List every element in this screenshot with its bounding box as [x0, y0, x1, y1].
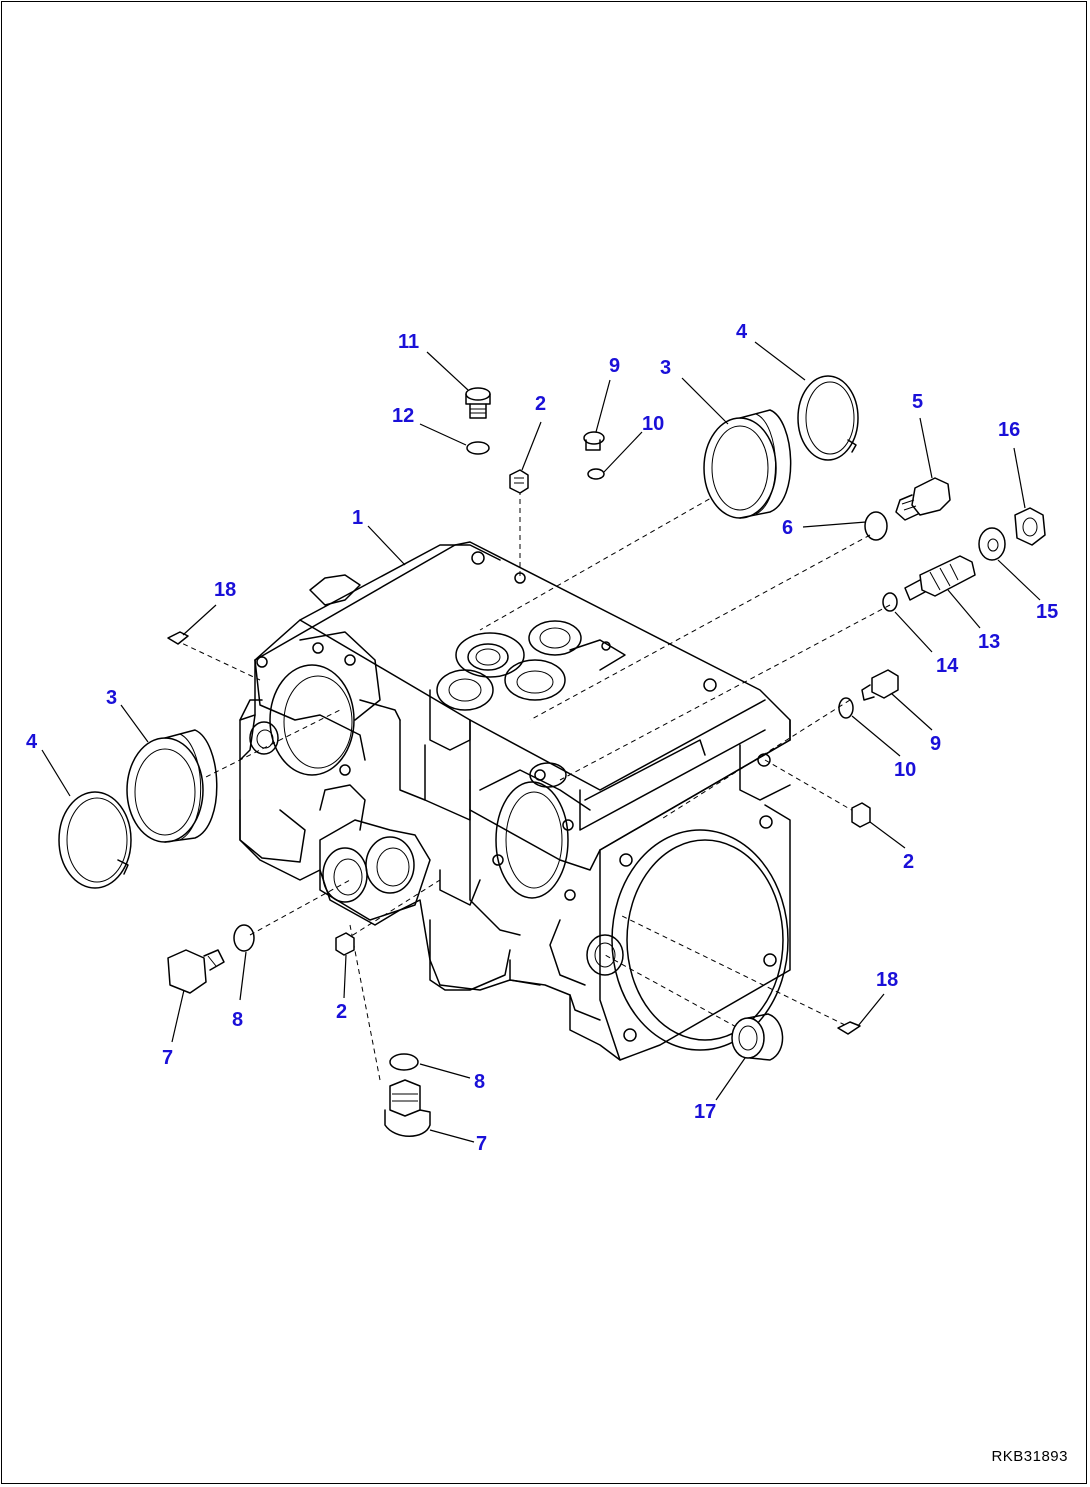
- plug-9-right: [861, 669, 899, 701]
- callout-18-right: 18: [876, 969, 898, 991]
- callout-7-lower: 7: [476, 1133, 487, 1155]
- callout-9-top: 9: [609, 355, 620, 377]
- callout-5: 5: [912, 391, 923, 413]
- callout-3-top: 3: [660, 357, 671, 379]
- callout-12: 12: [392, 405, 414, 427]
- callout-leaders: [41, 341, 1041, 1143]
- callout-15: 15: [1036, 601, 1058, 623]
- callout-18-left: 18: [214, 579, 236, 601]
- callout-4-top: 4: [736, 321, 748, 343]
- snap-ring-4-right: [797, 375, 859, 461]
- plug-7-lower: [384, 1079, 431, 1137]
- plug-9-top: [583, 431, 605, 451]
- o-ring-8-left: [233, 924, 255, 952]
- callout-labels: 11 12 2 9 10 3 4 5 16 1 6 18 13 15 14 3 …: [26, 321, 1058, 1155]
- o-ring-8-lower: [389, 1053, 419, 1071]
- callout-8-lower: 8: [474, 1071, 485, 1093]
- sleeve-3-right: [703, 409, 792, 519]
- callout-2-top: 2: [535, 393, 546, 415]
- sleeve-17: [731, 1013, 784, 1061]
- callout-7-left: 7: [162, 1047, 173, 1069]
- callout-17: 17: [694, 1101, 716, 1123]
- sleeve-3-left: [126, 729, 218, 843]
- callout-16: 16: [998, 419, 1020, 441]
- callout-4-left: 4: [26, 731, 38, 753]
- callout-6: 6: [782, 517, 793, 539]
- callout-14: 14: [936, 655, 959, 677]
- callout-10-right: 10: [894, 759, 916, 781]
- pin-18-right: [837, 1021, 861, 1035]
- plug-2-top: [509, 469, 529, 494]
- plug-5: [895, 477, 951, 521]
- callout-1: 1: [352, 507, 363, 529]
- o-ring-14: [882, 592, 898, 612]
- callout-8-left: 8: [232, 1009, 243, 1031]
- loose-parts: [58, 375, 1046, 1137]
- callout-2-right: 2: [903, 851, 914, 873]
- washer-15: [978, 527, 1006, 561]
- o-ring-10-right: [838, 697, 854, 719]
- o-ring-10-top: [587, 468, 605, 480]
- callout-11: 11: [398, 331, 419, 353]
- snap-ring-4-left: [58, 791, 132, 889]
- o-ring-12: [466, 441, 490, 455]
- pump-housing: [239, 541, 791, 1061]
- callout-13: 13: [978, 631, 1000, 653]
- plug-2-right: [851, 802, 871, 828]
- figure-id: RKB31893: [991, 1448, 1068, 1465]
- plug-7-left: [167, 949, 225, 994]
- callout-2-lower: 2: [336, 1001, 347, 1023]
- o-ring-6: [864, 511, 888, 541]
- callout-9-right: 9: [930, 733, 941, 755]
- assembly-lines: [174, 489, 891, 1081]
- plug-11: [465, 387, 491, 419]
- callout-10-top: 10: [642, 413, 664, 435]
- nut-16: [1014, 507, 1046, 546]
- callout-3-left: 3: [106, 687, 117, 709]
- plug-2-lower: [335, 932, 355, 956]
- screw-13: [904, 555, 976, 601]
